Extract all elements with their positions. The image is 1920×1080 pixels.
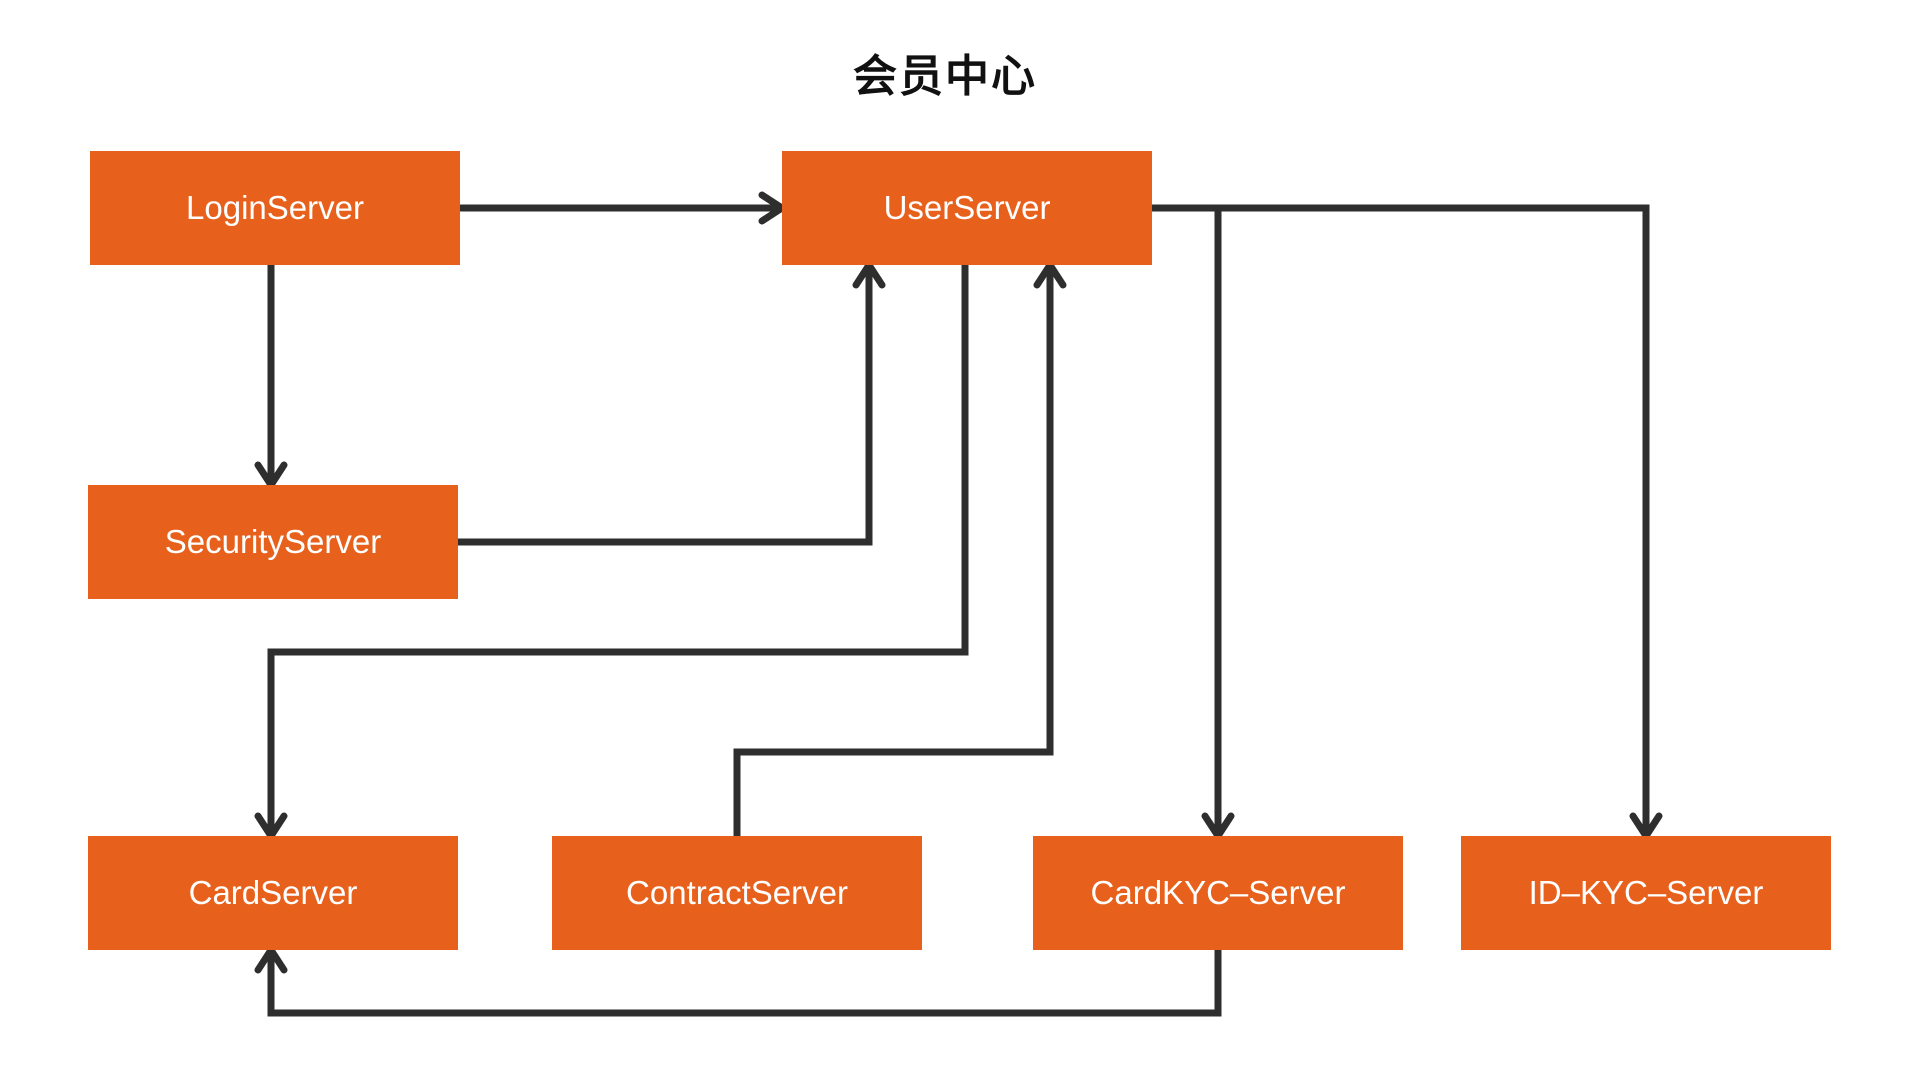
node-label: CardServer <box>188 874 358 911</box>
node-label: SecurityServer <box>164 523 382 560</box>
edge-cardkyc-to-card <box>254 946 1222 1017</box>
node-security-server: SecurityServer <box>88 485 458 599</box>
edge-user-to-card <box>254 265 969 840</box>
node-login-server: LoginServer <box>90 151 460 265</box>
edge-user-to-idkyc <box>1152 204 1663 840</box>
node-id-kyc-server: ID–KYC–Server <box>1461 836 1831 950</box>
node-label: UserServer <box>883 189 1051 226</box>
node-card-server: CardServer <box>88 836 458 950</box>
node-label: ID–KYC–Server <box>1528 874 1764 911</box>
node-user-server: UserServer <box>782 151 1152 265</box>
diagram-title: 会员中心 <box>853 52 1037 101</box>
node-label: ContractServer <box>626 874 848 911</box>
node-contract-server: ContractServer <box>552 836 922 950</box>
edge-security-to-user <box>458 261 886 546</box>
node-label: LoginServer <box>186 189 364 226</box>
edge-contract-to-user <box>733 261 1067 836</box>
edge-user-to-cardkyc <box>1152 204 1235 840</box>
node-label: CardKYC–Server <box>1090 874 1346 911</box>
node-cardkyc-server: CardKYC–Server <box>1033 836 1403 950</box>
